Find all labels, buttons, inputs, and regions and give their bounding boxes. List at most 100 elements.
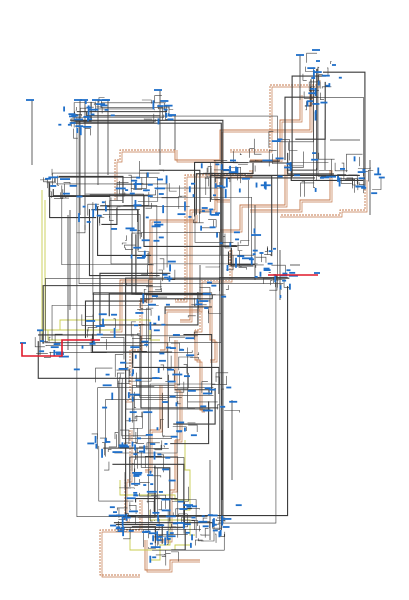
local-wire-37-4 (92, 101, 96, 112)
local-wire-33-1 (165, 553, 171, 566)
feeder-link-30-2 (181, 519, 195, 531)
feeder-link-12-2 (89, 190, 156, 196)
local-wire-30-4 (171, 523, 177, 528)
local-wire-7-5 (193, 219, 204, 224)
feeder-link-29-2 (129, 456, 151, 487)
local-wire-4-10 (346, 177, 353, 189)
brown-corridor-parallel-3 (175, 170, 253, 303)
blue-busbars (20, 49, 385, 563)
brown-corridor-16 (174, 150, 230, 201)
feeder-link-10-3 (52, 172, 160, 186)
local-wire-15-0 (137, 251, 150, 263)
brown-corridor-15 (114, 149, 175, 200)
yellow-line-7 (184, 440, 191, 511)
brown-corridor-18 (280, 180, 366, 216)
local-wire-13-2 (50, 191, 52, 198)
feeder-link-6-1 (202, 162, 254, 175)
local-wire-30-1 (158, 501, 162, 511)
local-wire-8-3 (240, 240, 250, 244)
feeder-link-16-2 (141, 232, 220, 292)
feeder-link-24-0 (149, 383, 216, 457)
local-wire-29-6 (151, 494, 166, 509)
feeder-link-22-2 (121, 378, 172, 439)
local-wire-14-5 (131, 232, 142, 238)
local-wire-0-5 (317, 67, 320, 72)
local-wire-31-3 (200, 534, 210, 536)
feeder-link-3-4 (313, 79, 316, 189)
local-wire-20-5 (138, 324, 145, 327)
feeder-link-37-0 (95, 108, 155, 111)
feeder-link-5-1 (194, 161, 238, 217)
feeder-link-34-4 (76, 114, 208, 518)
local-wire-16-8 (187, 315, 196, 318)
local-wire-3-2 (341, 162, 345, 180)
feeder-link-17-3 (164, 306, 213, 315)
feeder-link-19-4 (38, 333, 139, 336)
local-wire-4-0 (344, 178, 355, 193)
local-wire-14-2 (125, 247, 134, 250)
feeder-link-17-1 (140, 294, 213, 300)
local-wire-25-3 (132, 428, 138, 443)
feeder-link-13-4 (58, 177, 158, 186)
brown-corridor-parallel-21 (101, 500, 143, 578)
brown-corridor-parallel-22 (146, 540, 200, 573)
local-wire-15-7 (158, 269, 163, 282)
feeder-link-24-2 (140, 335, 219, 409)
local-wire-34-9 (217, 517, 226, 522)
red-line-west (21, 339, 100, 357)
feeder-link-2-2 (286, 68, 318, 171)
local-wire-36-0 (73, 113, 82, 117)
local-wire-16-0 (225, 285, 229, 290)
local-wire-36-6 (75, 106, 77, 111)
feeder-link-36-0 (83, 113, 155, 123)
feeder-link-20-0 (100, 337, 125, 360)
feeder-link-15-3 (99, 272, 171, 334)
local-wire-25-6 (114, 432, 119, 440)
local-wire-28-6 (153, 444, 162, 450)
local-wire-8-0 (238, 267, 247, 270)
local-wire-6-2 (213, 160, 228, 162)
feeder-link-15-1 (61, 185, 150, 266)
local-wire-14-0 (137, 230, 141, 239)
brown-corridor-parallel-11 (145, 385, 163, 473)
yellow-line-2 (59, 319, 160, 341)
feeder-link-23-0 (105, 399, 167, 457)
local-wire-20-2 (130, 321, 136, 337)
local-wire-2-3 (268, 150, 277, 167)
feeder-link-13-1 (55, 183, 168, 268)
local-wire-38-6 (154, 95, 162, 103)
feeder-link-25-0 (121, 382, 147, 437)
feeder-link-17-4 (146, 307, 154, 348)
local-wire-10-2 (158, 169, 165, 172)
feeder-link-34-0 (152, 534, 225, 551)
local-wire-21-0 (170, 342, 180, 352)
local-wire-28-5 (137, 452, 139, 469)
local-wire-13-3 (57, 175, 59, 186)
local-wire-1-6 (303, 91, 313, 99)
local-wire-7-2 (208, 219, 217, 228)
local-wire-11-7 (109, 200, 123, 218)
feeder-link-7-2 (209, 174, 360, 202)
local-wire-23-2 (177, 372, 189, 389)
local-wire-10-6 (137, 185, 159, 202)
local-wire-24-1 (211, 375, 227, 385)
local-wire-4-5 (340, 177, 352, 184)
local-wire-33-2 (158, 535, 162, 545)
feeder-link-36-3 (72, 114, 165, 118)
local-wire-27-5 (91, 433, 98, 450)
local-wire-21-1 (193, 331, 198, 340)
local-wire-20-4 (132, 351, 147, 369)
local-wire-16-6 (208, 310, 222, 314)
feeder-link-27-3 (98, 445, 134, 502)
feeder-link-7-0 (205, 176, 212, 195)
local-wire-13-6 (63, 182, 71, 185)
local-wire-2-8 (272, 153, 292, 164)
local-wire-14-1 (125, 235, 127, 241)
feeder-link-37-3 (86, 112, 161, 117)
local-wire-31-2 (191, 520, 199, 526)
local-wire-20-3 (132, 328, 152, 339)
local-wire-31-5 (181, 516, 193, 524)
feeder-link-35-0 (78, 114, 284, 284)
local-wire-23-7 (174, 381, 185, 393)
local-wire-5-9 (255, 159, 259, 162)
